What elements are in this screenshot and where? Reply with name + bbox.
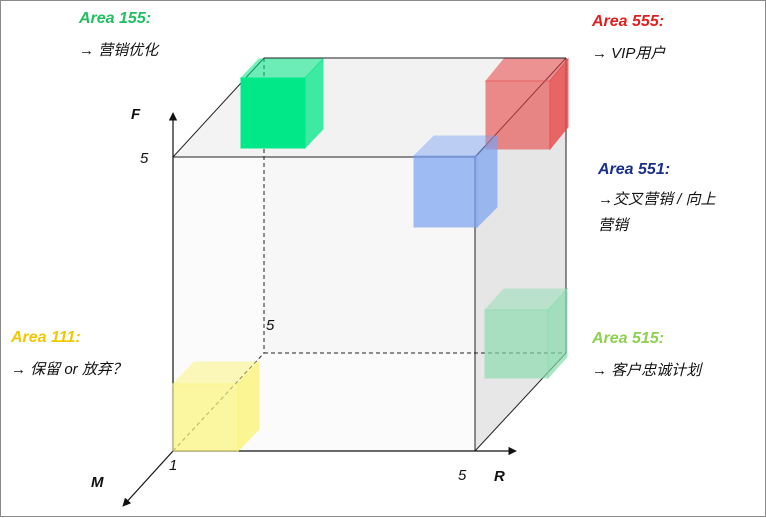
area-515-title: Area 515: — [592, 330, 665, 347]
r-tick-5: 5 — [458, 467, 467, 484]
f-tick-5: 5 — [140, 150, 149, 167]
area-111-title: Area 111: — [11, 329, 81, 346]
cube-area-111 — [171, 360, 261, 453]
cube-area-551 — [412, 134, 499, 229]
area-551-title: Area 551: — [598, 161, 671, 178]
area-555-title: Area 555: — [592, 13, 665, 30]
f-axis-label: F — [131, 106, 141, 123]
area-551-desc-line2: 营销 — [598, 217, 629, 234]
area-515-desc: → 客户忠诚计划 — [592, 362, 702, 379]
lightgreen-cube-front — [484, 309, 549, 379]
m-axis — [122, 450, 174, 507]
m-axis-label: M — [91, 474, 104, 491]
area-155-desc: → 营销优化 — [79, 42, 159, 59]
cube-area-515 — [483, 287, 569, 380]
cube-area-155 — [239, 57, 325, 150]
depth-tick-5: 5 — [266, 317, 275, 334]
origin-tick-1: 1 — [169, 457, 178, 474]
green-cube-front — [240, 77, 306, 149]
area-111-desc: → 保留 or 放弃？ — [11, 361, 127, 378]
blue-cube-front — [413, 155, 478, 228]
yellow-cube-front — [172, 383, 239, 452]
cube-area-555 — [484, 57, 570, 151]
area-555-desc: → VIP用户 — [592, 45, 666, 62]
r-axis-label: R — [494, 468, 505, 485]
area-155-title: Area 155: — [79, 10, 152, 27]
area-551-desc-line1: →交叉营销 / 向上 — [598, 191, 716, 208]
